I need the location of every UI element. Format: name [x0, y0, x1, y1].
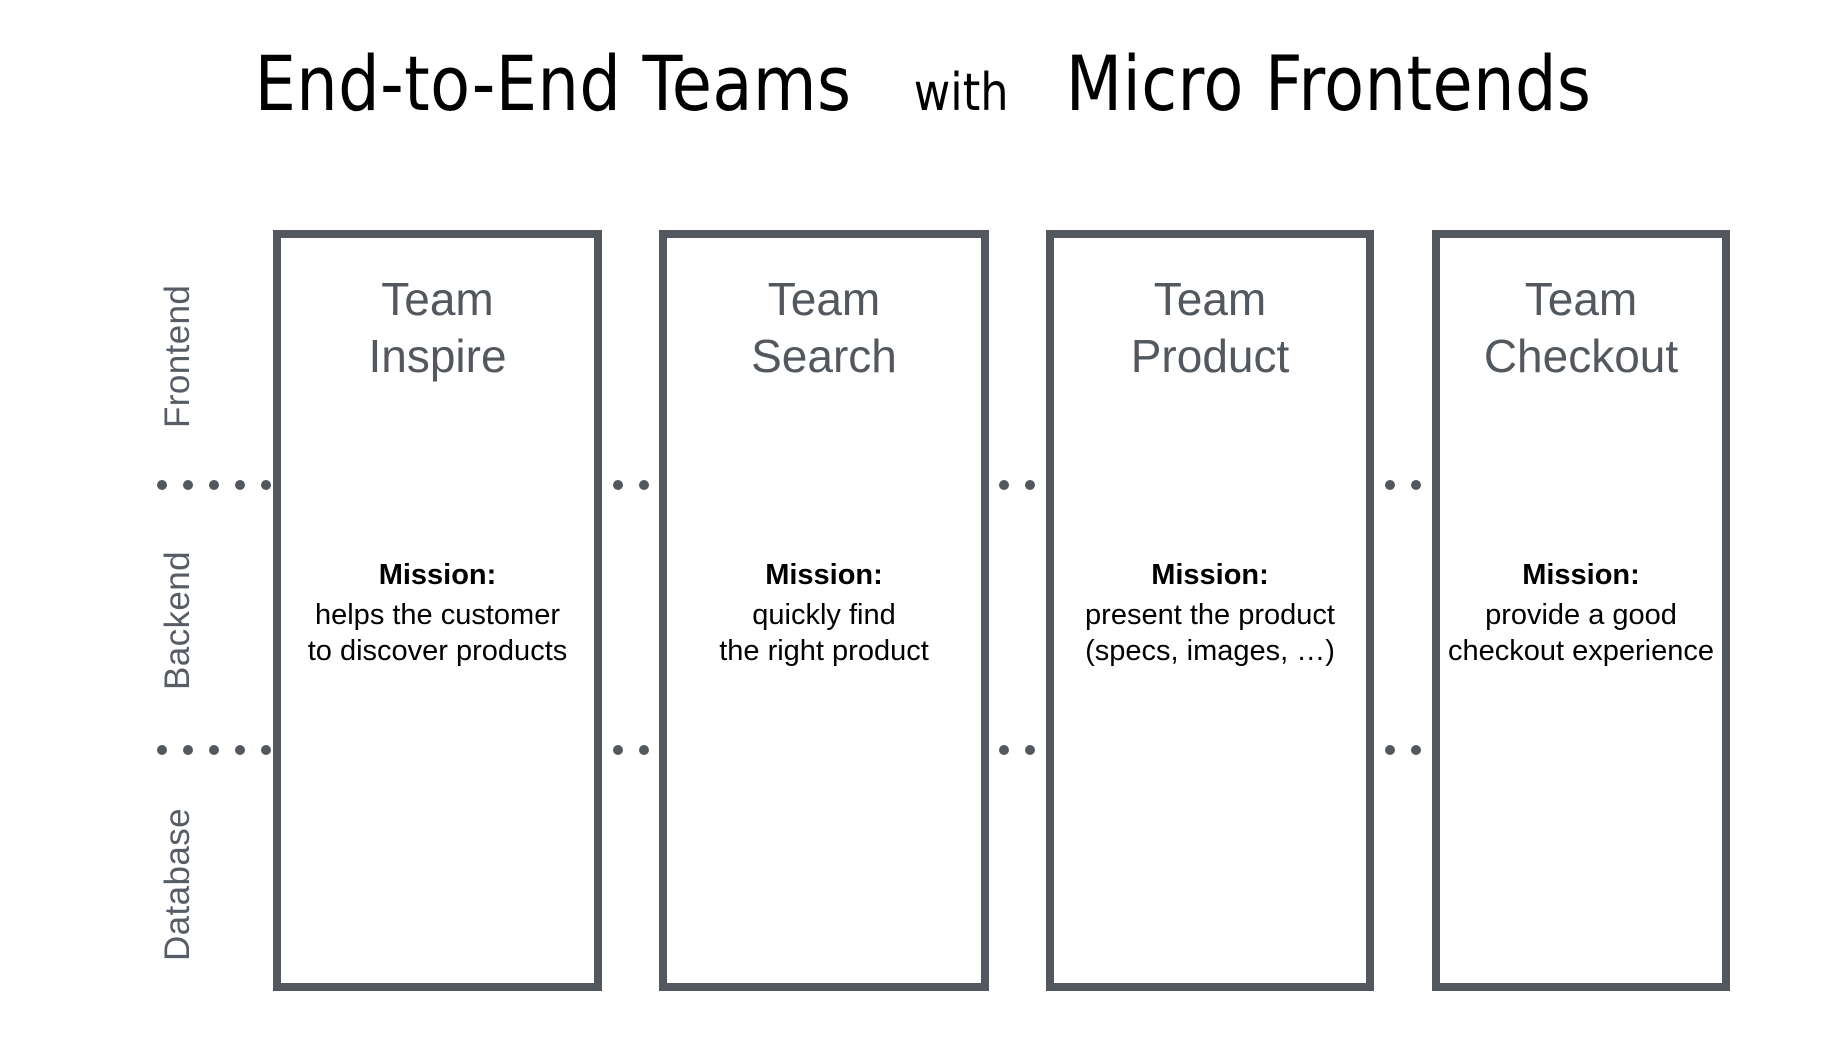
mission-line-1: present the product [1085, 598, 1335, 631]
mission-line-1: quickly find [752, 598, 896, 631]
team-column-product[interactable]: Team Product Mission: present the produc… [1046, 230, 1374, 991]
team-mission: Mission: quickly find the right product [641, 558, 1007, 670]
mission-line-2: to discover products [307, 634, 568, 667]
axis-label-backend: Backend [158, 550, 197, 690]
mission-line-2: the right product [719, 634, 929, 667]
separator-dot [157, 480, 167, 490]
mission-label: Mission: [378, 559, 497, 591]
mission-line-2: (specs, images, …) [1085, 634, 1335, 667]
team-title: Team Inspire [261, 271, 614, 384]
mission-line-1: provide a good [1485, 598, 1677, 631]
mission-line-2: checkout experience [1448, 634, 1714, 667]
mission-label: Mission: [1522, 559, 1640, 591]
separator-dot [613, 745, 623, 755]
page-title: End-to-End Teams with Micro Frontends [0, 46, 1840, 122]
separator-dot [999, 480, 1009, 490]
team-title: Team Search [647, 271, 1001, 384]
team-title-line1: Team [1524, 273, 1638, 325]
separator-dot [235, 745, 245, 755]
separator-dot [1025, 480, 1035, 490]
separator-dot [157, 745, 167, 755]
separator-dot [209, 480, 219, 490]
mission-label: Mission: [1151, 559, 1269, 591]
separator-dot [1385, 480, 1395, 490]
team-title-line2: Inspire [368, 329, 507, 382]
separator-dot [183, 745, 193, 755]
page-title-part1: End-to-End Teams [254, 39, 852, 128]
separator-dot [1411, 745, 1421, 755]
separator-dot [209, 745, 219, 755]
separator-dot [639, 745, 649, 755]
team-mission: Mission: provide a good checkout experie… [1414, 558, 1748, 670]
team-mission: Mission: present the product (specs, ima… [1028, 558, 1392, 670]
team-title: Team Product [1034, 271, 1386, 384]
mission-line-1: helps the customer [314, 598, 560, 631]
team-column-search[interactable]: Team Search Mission: quickly find the ri… [659, 230, 989, 991]
separator-dot [1411, 480, 1421, 490]
team-column-inspire[interactable]: Team Inspire Mission: helps the customer… [273, 230, 602, 991]
team-column-checkout[interactable]: Team Checkout Mission: provide a good ch… [1432, 230, 1730, 991]
team-title-line2: Checkout [1483, 329, 1679, 382]
separator-dot [999, 745, 1009, 755]
separator-dot [1385, 745, 1395, 755]
separator-dot [613, 480, 623, 490]
page-title-part3: Micro Frontends [1065, 39, 1592, 128]
separator-dot [261, 480, 271, 490]
axis-label-database: Database [158, 807, 197, 961]
team-title-line1: Team [1153, 273, 1267, 325]
team-title: Team Checkout [1420, 271, 1742, 384]
mission-label: Mission: [765, 559, 883, 591]
team-mission: Mission: helps the customer to discover … [255, 558, 620, 670]
page-title-part2: with [913, 63, 1009, 123]
team-title-line2: Product [1130, 329, 1290, 382]
axis-label-frontend: Frontend [158, 284, 197, 428]
team-title-line1: Team [767, 273, 881, 325]
team-title-line1: Team [381, 273, 494, 325]
team-title-line2: Search [751, 329, 897, 382]
separator-dot [639, 480, 649, 490]
separator-dot [1025, 745, 1035, 755]
separator-dot [183, 480, 193, 490]
separator-dot [261, 745, 271, 755]
separator-dot [235, 480, 245, 490]
